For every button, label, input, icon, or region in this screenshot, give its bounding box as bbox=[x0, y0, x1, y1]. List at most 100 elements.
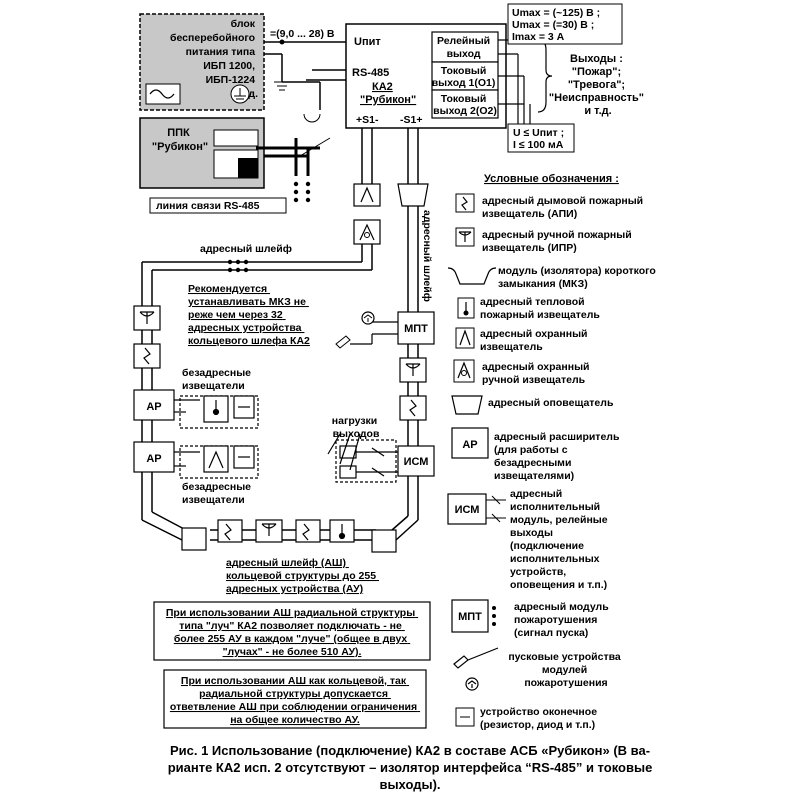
svg-text:ППК "Рубикон": ППК "Рубикон" bbox=[152, 127, 208, 153]
legend-manual-security-detector-text: адресный охранный ручной извещатель bbox=[482, 361, 592, 386]
manual-security-detector-1 bbox=[353, 219, 381, 245]
loop-dots bbox=[227, 259, 249, 273]
figure-caption: Рис. 1 Использование (подключение) КА2 в… bbox=[140, 742, 680, 793]
relay-output-box bbox=[431, 31, 499, 63]
outputs-note: Выходы : "Пожар"; "Тревога"; "Неисправно… bbox=[549, 53, 647, 117]
legend-manual-call-point-icon bbox=[455, 227, 475, 247]
ka2-s1-plus: -S1+ bbox=[400, 114, 422, 126]
umax-note: Umax = (~125) В ; Umax = (=30) В ; Imax … bbox=[507, 3, 623, 45]
svg-text:АР: АР bbox=[146, 453, 161, 465]
note-ring: При использовании АШ как кольцевой, так … bbox=[163, 669, 427, 729]
svg-text:МПТ: МПТ bbox=[458, 611, 482, 623]
svg-text:При использовании АШ как кольц: При использовании АШ как кольцевой, так … bbox=[170, 675, 420, 726]
relay-output-line-1: Релейный bbox=[437, 35, 490, 47]
security-detector-1 bbox=[353, 183, 381, 207]
legend-heat-detector-icon bbox=[457, 297, 475, 319]
legend-smoke-detector-icon bbox=[455, 193, 475, 213]
ppk-block: ППК "Рубикон" bbox=[139, 117, 265, 189]
ash-label: адресный шлейф (АШ) кольцевой структуры … bbox=[226, 557, 379, 595]
umax-line-2: Umax = (=30) В ; bbox=[512, 19, 594, 31]
caption-line-1: Рис. 1 Использование (подключение) КА2 в… bbox=[169, 743, 651, 758]
loop-vertical-label: адресный шлейф bbox=[421, 210, 433, 302]
svg-text:АР: АР bbox=[146, 401, 161, 413]
legend-extinguishing-module-icon: МПТ bbox=[451, 599, 496, 633]
legend-actuator-module-text: адресный исполнительный модуль, релейные… bbox=[510, 488, 611, 591]
expander-1: АР bbox=[133, 389, 175, 421]
legend-end-of-line-text: устройство оконечное (резистор, диод и т… bbox=[480, 706, 600, 731]
nonaddress-detectors-bottom: безадресные извещатели bbox=[182, 481, 254, 506]
legend-manual-call-point-text: адресный ручной пожарный извещатель (ИПР… bbox=[482, 229, 635, 254]
current-output-2-line-1: Токовый bbox=[441, 93, 487, 105]
current-output-1-box bbox=[431, 61, 499, 91]
actuator-module: ИСМ bbox=[397, 445, 435, 477]
legend-isolator-module-text: модуль (изолятора) короткого замыкания (… bbox=[498, 265, 659, 290]
supply-voltage-label: =(9,0 ... 28) В bbox=[270, 28, 335, 40]
ups-line-5: ИБП-1224 bbox=[206, 74, 256, 86]
rs485-line-label: линия связи RS-485 bbox=[149, 197, 287, 214]
svg-text:АР: АР bbox=[462, 439, 477, 451]
svg-text:ИСМ: ИСМ bbox=[455, 504, 480, 516]
legend-title: Условные обозначения : bbox=[484, 173, 619, 185]
svg-text:ИСМ: ИСМ bbox=[404, 456, 429, 468]
ups-line-1: блок bbox=[231, 18, 256, 30]
svg-text:U ≤ Uпит ; I ≤ 100 мА: U ≤ Uпит ; I ≤ 100 мА bbox=[513, 127, 567, 151]
legend-expander-icon: АР bbox=[451, 427, 489, 459]
smoke-detector-2 bbox=[399, 395, 427, 421]
ppk-line-1: ППК bbox=[167, 127, 190, 139]
rs485-wiring bbox=[256, 69, 346, 176]
manual-call-point-2 bbox=[399, 357, 427, 383]
ups-block: блок бесперебойного питания типа ИБП 120… bbox=[139, 13, 265, 111]
ka2-device: Uпит RS-485 КА2 "Рубикон" +S1- -S1+ Реле… bbox=[345, 23, 507, 129]
svg-text:МПТ: МПТ bbox=[404, 323, 428, 335]
legend-sounder-icon bbox=[451, 395, 483, 415]
legend-extinguishing-module-text: адресный модуль пожаротушения (сигнал пу… bbox=[514, 601, 612, 639]
legend-isolator-module-icon bbox=[447, 267, 497, 285]
bottom-row-devices bbox=[181, 519, 397, 553]
extinguishing-module: МПТ bbox=[335, 311, 435, 349]
umax-line-1: Umax = (~125) В ; bbox=[512, 7, 600, 19]
note-radial: При использовании АШ радиальной структур… bbox=[153, 601, 431, 661]
supply-wiring bbox=[264, 39, 346, 91]
svg-text:линия связи RS-485: линия связи RS-485 bbox=[156, 200, 260, 212]
legend-smoke-detector-text: адресный дымовой пожарный извещатель (АП… bbox=[482, 195, 646, 220]
legend-sounder-text: адресный оповещатель bbox=[488, 397, 614, 409]
nonaddress-detectors-top: безадресные извещатели bbox=[182, 367, 254, 392]
legend-expander-text: адресный расширитель (для работы с безад… bbox=[494, 431, 622, 482]
loop-label: адресный шлейф bbox=[200, 243, 292, 255]
manual-call-point-1 bbox=[133, 305, 161, 331]
ppk-line-2: "Рубикон" bbox=[152, 141, 208, 153]
ka2-name: КА2 bbox=[372, 81, 393, 93]
ka2-power-label: Uпит bbox=[354, 36, 381, 48]
legend-end-of-line-icon bbox=[455, 707, 475, 727]
umax-line-3: Imax = 3 А bbox=[512, 31, 565, 43]
nonaddress-group-2 bbox=[174, 445, 259, 479]
ups-line-3: питания типа bbox=[186, 46, 256, 58]
smoke-detector-1 bbox=[133, 343, 161, 369]
current-output-1-line-2: выход 1(О1) bbox=[432, 77, 496, 89]
ac-symbol-icon bbox=[145, 83, 181, 105]
current-output-2-box bbox=[431, 89, 499, 119]
legend-security-detector-text: адресный охранный извещатель bbox=[480, 328, 590, 353]
loads-label: нагрузки выходов bbox=[332, 415, 380, 440]
rs485-dots bbox=[293, 181, 311, 203]
caption-line-2: рианте КА2 исп. 2 отсутствуют – изолятор… bbox=[167, 760, 653, 775]
svg-text:Релейный выход Ток: Релейный выход Токовый выход 1(О1) Токов… bbox=[432, 35, 499, 117]
legend-launch-devices-text: пусковые устройства модулей пожаротушени… bbox=[508, 651, 623, 689]
caption-line-3: выходы). bbox=[379, 777, 441, 792]
svg-text:При использовании АШ радиально: При использовании АШ радиальной структур… bbox=[166, 607, 418, 658]
svg-text:Umax = (~125) В ; Umax =: Umax = (~125) В ; Umax = (=30) В ; Imax … bbox=[512, 7, 603, 43]
current-limits-note: U ≤ Uпит ; I ≤ 100 мА bbox=[507, 123, 575, 153]
legend-launch-devices-icon bbox=[453, 647, 499, 691]
ka2-s1-minus: +S1- bbox=[356, 114, 379, 126]
legend-security-detector-icon bbox=[455, 327, 475, 349]
legend-actuator-module-icon: ИСМ bbox=[447, 493, 506, 525]
legend-manual-security-detector-icon bbox=[453, 359, 475, 383]
ka2-brand: "Рубикон" bbox=[360, 94, 416, 106]
expander-2: АР bbox=[133, 441, 175, 473]
current-output-1-line-1: Токовый bbox=[441, 65, 487, 77]
current-output-2-line-2: выход 2(О2) bbox=[433, 105, 497, 117]
relay-output-line-2: выход bbox=[447, 48, 481, 60]
ups-line-4: ИБП 1200, bbox=[203, 60, 255, 72]
ka2-rs485-label: RS-485 bbox=[352, 67, 389, 79]
